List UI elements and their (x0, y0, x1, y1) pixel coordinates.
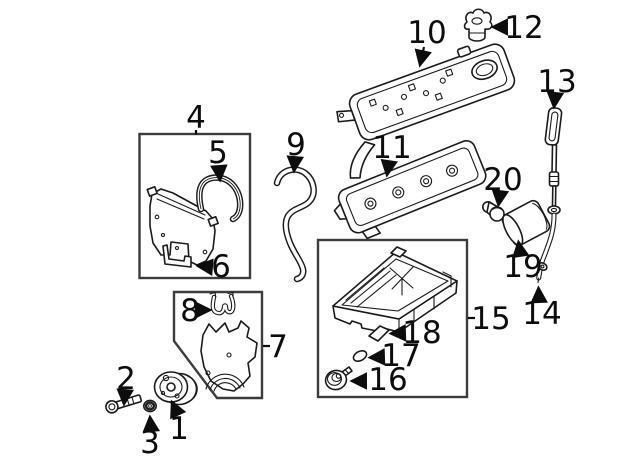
callout-7[interactable]: 7 (263, 329, 288, 365)
callout-11[interactable]: 11 (372, 130, 412, 178)
callout-2-label[interactable]: 2 (116, 361, 136, 397)
crankshaft-pulley-illustration (153, 371, 198, 406)
callout-2[interactable]: 2 (116, 361, 136, 407)
callout-3[interactable]: 3 (140, 414, 161, 461)
callout-18[interactable]: 18 (388, 315, 442, 351)
dipstick-tube-illustration (536, 212, 557, 284)
filter-adapter-illustration (481, 201, 505, 222)
callout-5-label[interactable]: 5 (208, 135, 228, 171)
callout-10-label[interactable]: 10 (407, 15, 446, 51)
callout-16[interactable]: 16 (349, 362, 408, 398)
callout-16-label[interactable]: 16 (368, 362, 407, 398)
callout-18-label[interactable]: 18 (402, 315, 441, 351)
callout-15-label[interactable]: 15 (471, 301, 510, 337)
callout-4-label[interactable]: 4 (186, 100, 206, 136)
valve-cover-gasket-illustration (333, 140, 487, 240)
callout-14-label[interactable]: 14 (522, 296, 561, 332)
drain-plug-gasket-illustration (352, 349, 368, 363)
callout-12-label[interactable]: 12 (504, 10, 543, 46)
callout-19[interactable]: 19 (503, 239, 543, 285)
lower-timing-cover-illustration (200, 320, 258, 392)
callout-13[interactable]: 13 (537, 64, 577, 110)
callout-19-label[interactable]: 19 (503, 249, 542, 285)
callout-6-label[interactable]: 6 (211, 249, 231, 285)
callout-20-label[interactable]: 20 (483, 162, 522, 198)
callout-10[interactable]: 10 (407, 15, 447, 68)
callout-15[interactable]: 15 (468, 301, 511, 337)
oil-filler-cap-illustration (463, 8, 493, 42)
callout-8-label[interactable]: 8 (180, 293, 200, 329)
callout-17-label[interactable]: 17 (381, 338, 420, 374)
valve-cover-illustration (336, 43, 516, 179)
callout-12[interactable]: 12 (490, 10, 544, 46)
cover-bracket-illustration (162, 244, 192, 268)
outer-gasket-illustration (273, 166, 317, 283)
drain-plug-illustration (324, 366, 353, 391)
callout-4[interactable]: 4 (186, 100, 206, 136)
cover-seal-strip-illustration (196, 174, 244, 223)
callout-17[interactable]: 17 (367, 338, 421, 374)
callout-14[interactable]: 14 (522, 285, 562, 332)
callout-11-label[interactable]: 11 (372, 130, 411, 166)
callout-7-label[interactable]: 7 (268, 329, 288, 365)
callout-9-label[interactable]: 9 (286, 127, 306, 163)
callout-1-label[interactable]: 1 (169, 411, 189, 447)
oil-filter-illustration (501, 199, 551, 247)
callout-20[interactable]: 20 (483, 162, 523, 208)
callout-8[interactable]: 8 (180, 293, 213, 329)
retainer-clip-illustration (209, 291, 236, 316)
callout-6[interactable]: 6 (195, 249, 231, 285)
seal-washer-illustration (143, 399, 158, 413)
callout-9[interactable]: 9 (286, 127, 306, 174)
callout-13-label[interactable]: 13 (537, 64, 576, 100)
callout-5[interactable]: 5 (208, 135, 228, 183)
callout-1[interactable]: 1 (169, 399, 189, 447)
dipstick-illustration (544, 107, 563, 215)
callout-3-label[interactable]: 3 (140, 425, 160, 461)
